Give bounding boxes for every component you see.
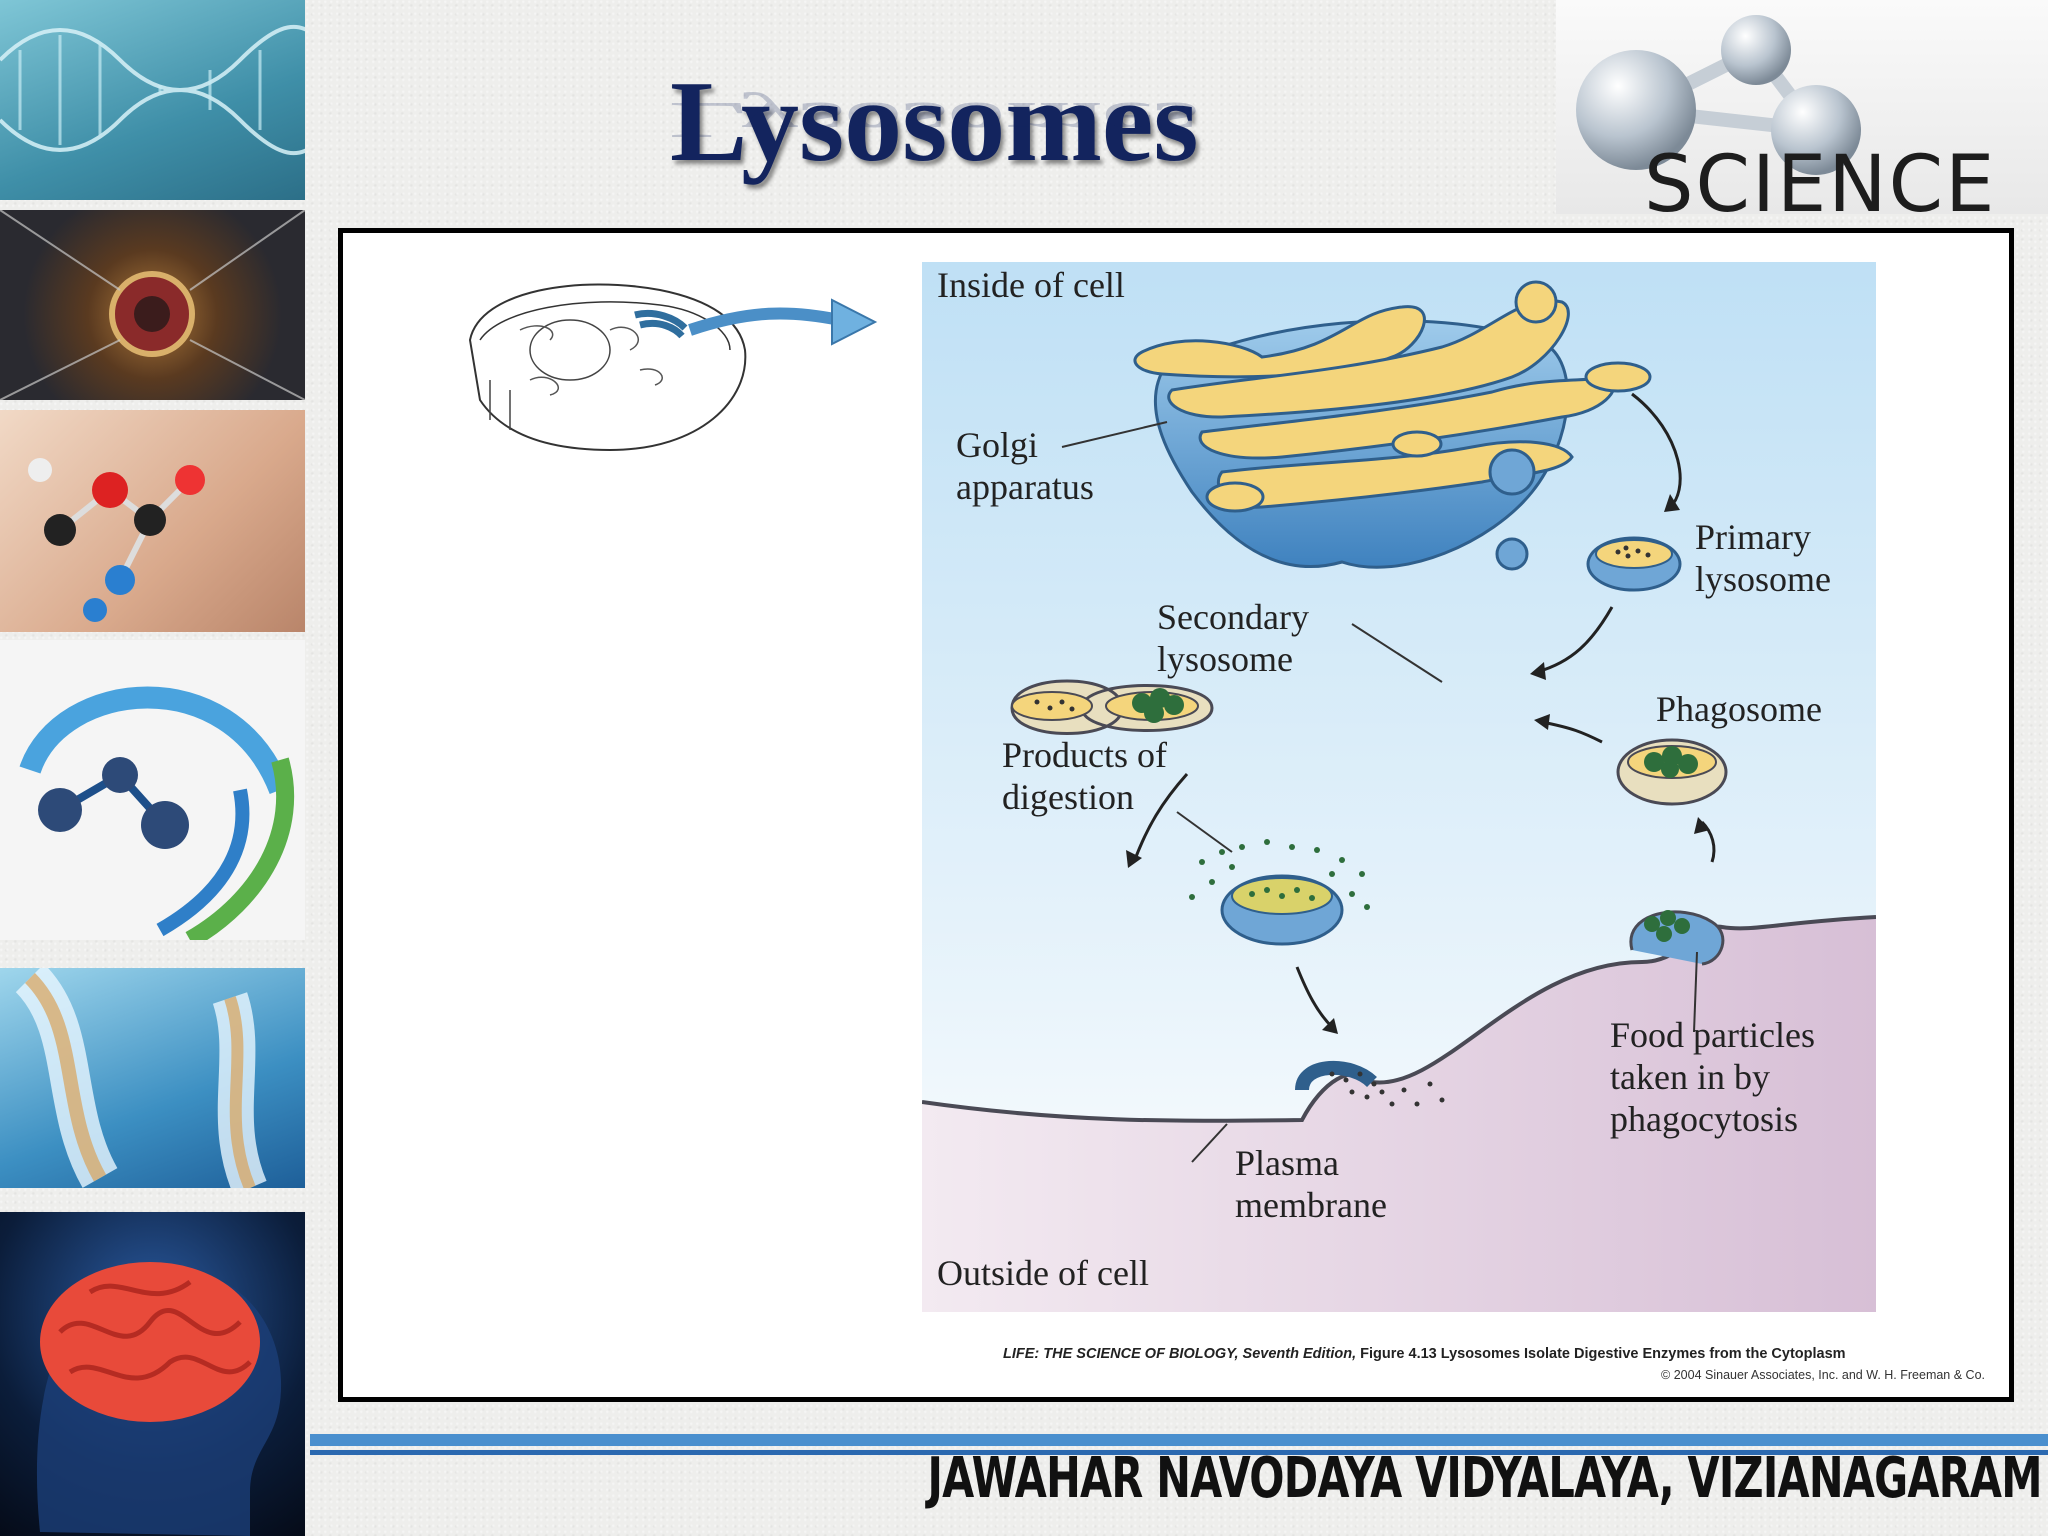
- sidebar-image-strip: [0, 0, 310, 1536]
- label-golgi-apparatus: Golgi apparatus: [956, 425, 1094, 507]
- page-title: Lysosomes: [670, 58, 1199, 186]
- title-reflection: Lysosomes: [670, 91, 1199, 150]
- molecule-banner-icon: [1576, 15, 1861, 175]
- caption-figure-text: Figure 4.13 Lysosomes Isolate Digestive …: [1356, 1346, 1846, 1362]
- secondary-lysosome-shape: [1010, 679, 1214, 735]
- label-phagosome: Phagosome: [1656, 689, 1822, 729]
- lysosome-diagram: Inside of cell Golgi apparatus Primary l…: [921, 262, 1877, 1312]
- dna-helix-image: [0, 0, 305, 200]
- particle-detector-image: [0, 210, 305, 400]
- digestion-vesicle-shape: [1189, 839, 1370, 946]
- primary-lysosome-shape: [1586, 536, 1682, 592]
- figure-caption: LIFE: THE SCIENCE OF BIOLOGY, Seventh Ed…: [1003, 1346, 1846, 1362]
- label-secondary-lysosome: Secondary lysosome: [1157, 597, 1309, 679]
- label-plasma-membrane: Plasma membrane: [1235, 1143, 1387, 1225]
- cell-sketch-icon: [468, 283, 878, 452]
- caption-book-title: LIFE: THE SCIENCE OF BIOLOGY, Seventh Ed…: [1003, 1346, 1357, 1362]
- footer-rule: [310, 1434, 2048, 1446]
- school-name-footer: JAWAHAR NAVODAYA VIDYALAYA, VIZIANAGARAM: [927, 1446, 2043, 1511]
- exocytosis-shape: [1295, 1060, 1445, 1107]
- label-primary-lysosome: Primary lysosome: [1695, 517, 1832, 599]
- leader-lines: [1061, 421, 1698, 1163]
- human-brain-image: [0, 1212, 305, 1536]
- molecule-model-hand-image: [0, 410, 305, 632]
- phagocytosis-pocket-shape: [1629, 910, 1725, 966]
- phagosome-shape: [1616, 738, 1728, 806]
- label-products-of-digestion: Products of digestion: [1002, 735, 1167, 817]
- label-food-particles: Food particles taken in by phagocytosis: [1610, 1015, 1815, 1139]
- science-banner-text: SCIENCE: [1644, 140, 1997, 230]
- chromosome-image: [0, 968, 305, 1188]
- diagram-canvas: [921, 262, 1877, 1312]
- molecule-logo-image: [0, 640, 305, 940]
- science-banner: [1556, 0, 2048, 214]
- copyright-text: © 2004 Sinauer Associates, Inc. and W. H…: [1661, 1368, 1985, 1382]
- label-inside-cell: Inside of cell: [937, 265, 1125, 305]
- footer-rule-secondary: [310, 1450, 2048, 1455]
- label-outside-cell: Outside of cell: [937, 1253, 1149, 1293]
- golgi-apparatus-shape: [1133, 280, 1652, 571]
